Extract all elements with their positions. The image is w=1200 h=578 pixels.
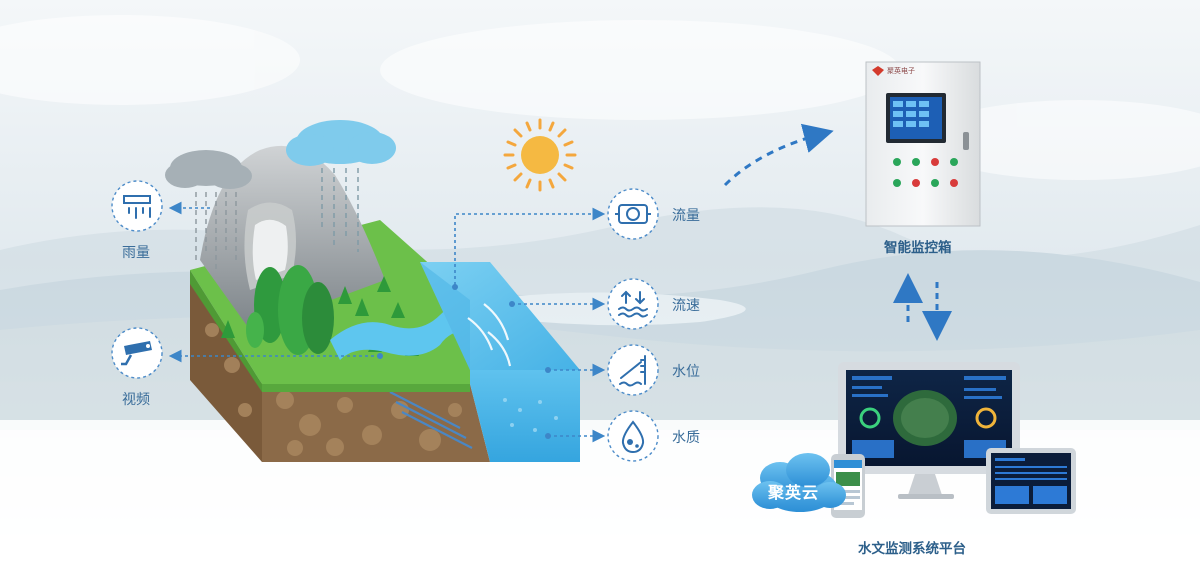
water-front [470,370,580,462]
camera-icon [111,327,163,379]
cloud-badge [752,453,846,512]
uplink-arrow [723,123,834,187]
terrain-block [190,145,580,462]
flow-velocity-icon [607,278,659,330]
sun-icon [503,118,577,192]
brand-logo [872,66,884,76]
sensor-label-video: 视频 [122,392,150,408]
sensor-label-velocity: 流速 [672,298,700,314]
sensor-label-rainfall: 雨量 [122,245,150,261]
water-level-icon [607,344,659,396]
cabinet-label: 智能监控箱 [884,240,952,256]
sensor-connectors [168,201,606,443]
sensor-label-water-level: 水位 [672,364,700,380]
groundwater-arrows [389,391,473,449]
rain-cloud-left [165,150,252,270]
cabinet-brand: 聚英电子 [887,67,915,75]
rain-gauge-icon [111,180,163,232]
indicator-lights [893,158,958,187]
flow-meter-icon [607,188,659,240]
cabinet-handle [963,132,969,150]
river [330,300,470,360]
forest [221,265,419,356]
rain-cloud-right [286,120,396,252]
sensor-label-water-quality: 水质 [672,430,700,446]
water-quality-icon [607,410,659,462]
monitor-stand [908,474,942,495]
sensor-label-flow: 流量 [672,208,700,224]
water-waves [467,303,512,367]
control-cabinet [865,61,981,227]
monitoring-platform [752,362,1076,518]
platform-label: 水文监测系统平台 [858,541,966,557]
cloud-text: 聚英云 [768,483,820,502]
